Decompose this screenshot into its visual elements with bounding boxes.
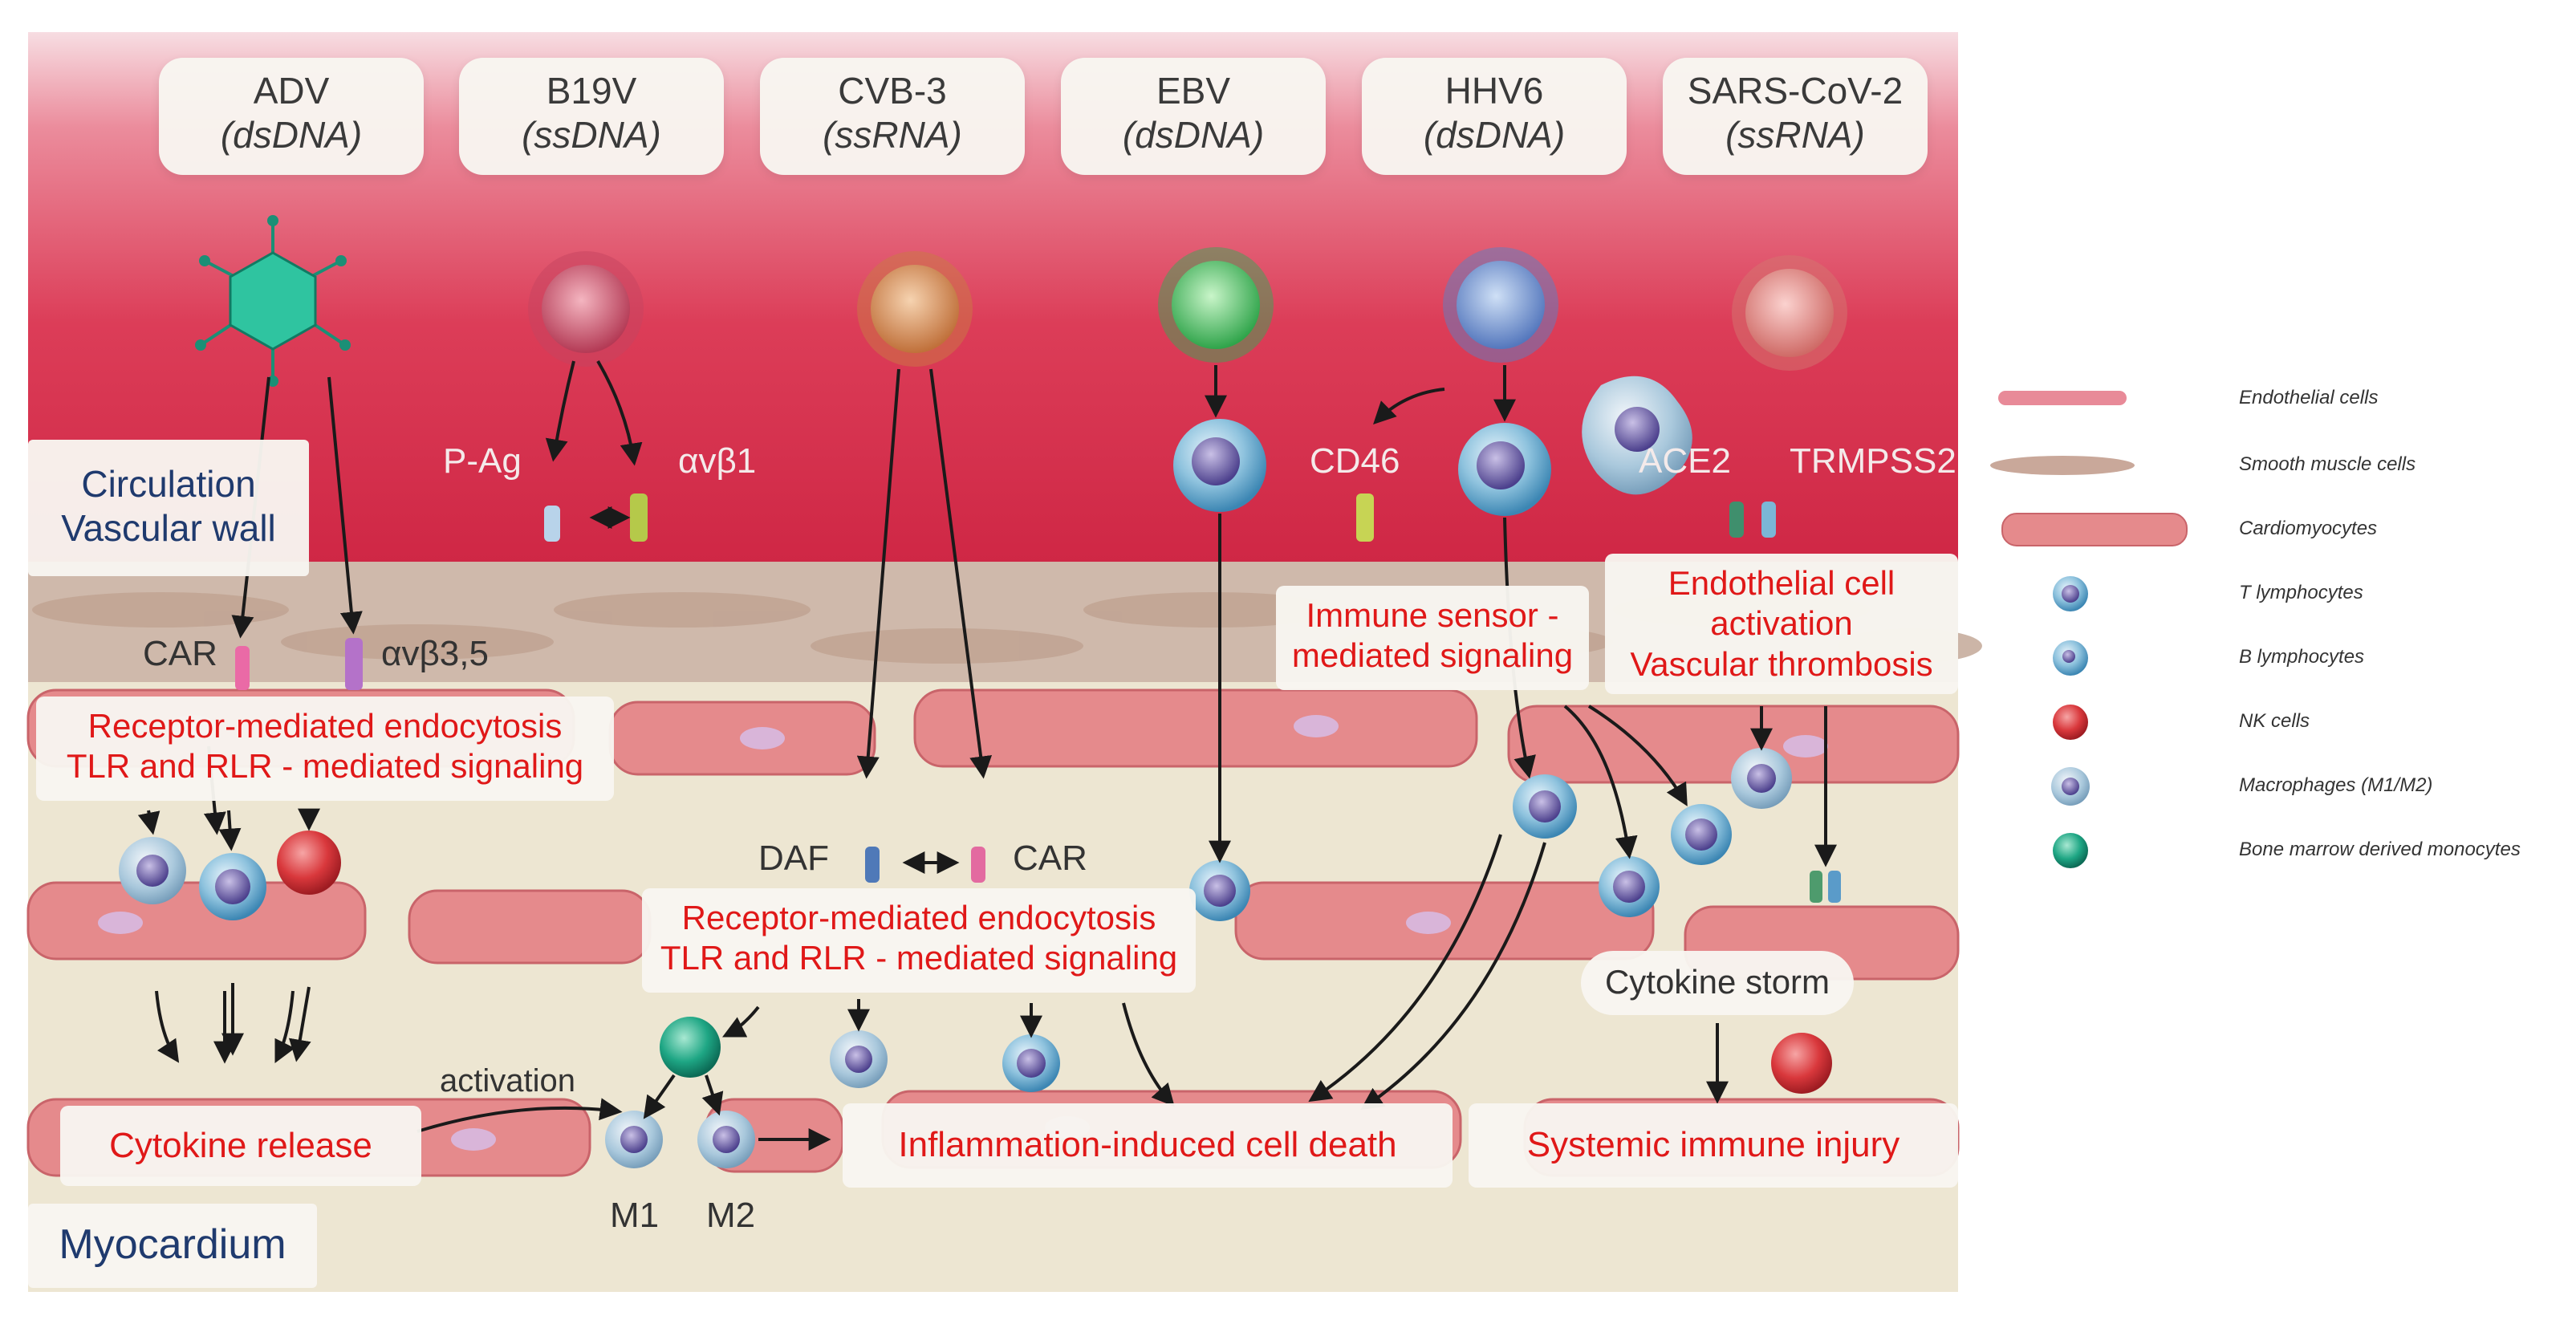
immune-line-2: mediated signaling bbox=[1291, 636, 1574, 675]
legend-label-smooth-muscle: Smooth muscle cells bbox=[2239, 453, 2416, 475]
cvb3-virus-icon bbox=[857, 251, 973, 367]
endo-line-2: activation bbox=[1710, 604, 1853, 643]
avb1-label: αvβ1 bbox=[678, 441, 757, 481]
receptor-icons bbox=[235, 493, 1841, 903]
cell-death-label: Inflammation-induced cell death bbox=[843, 1103, 1453, 1188]
legend-label-endothelial: Endothelial cells bbox=[2239, 387, 2379, 408]
virus-name: ADV bbox=[253, 70, 330, 112]
avb35-label: αvβ3,5 bbox=[381, 634, 489, 673]
b-lymphocyte-icon bbox=[2053, 640, 2088, 676]
trmpss2-label: TRMPSS2 bbox=[1790, 441, 1956, 481]
virus-name: B19V bbox=[546, 70, 637, 112]
systemic-injury-label: Systemic immune injury bbox=[1469, 1103, 1958, 1188]
virus-name: CVB-3 bbox=[838, 70, 947, 112]
myocardium-label: Myocardium bbox=[28, 1204, 317, 1288]
circulation-text: Circulation bbox=[81, 463, 256, 505]
virus-name: SARS-CoV-2 bbox=[1687, 70, 1904, 112]
receptor-endocytosis-label-2: Receptor-mediated endocytosis TLR and RL… bbox=[642, 888, 1196, 993]
virus-type: (dsDNA) bbox=[1423, 114, 1566, 156]
legend-label-cardiomyocytes: Cardiomyocytes bbox=[2239, 518, 2378, 539]
virus-label-adv: ADV (dsDNA) bbox=[159, 58, 424, 175]
daf-label: DAF bbox=[758, 839, 829, 878]
virus-type: (dsDNA) bbox=[220, 114, 363, 156]
legend bbox=[1990, 391, 2188, 868]
endothelial-cell-icon bbox=[1998, 391, 2127, 405]
hhv6-virus-icon bbox=[1443, 247, 1558, 363]
vascular-wall-text: Vascular wall bbox=[61, 507, 276, 550]
virus-label-hhv6: HHV6 (dsDNA) bbox=[1362, 58, 1627, 175]
virus-type: (ssRNA) bbox=[823, 114, 962, 156]
ebv-virus-icon bbox=[1158, 247, 1274, 363]
b19v-virus-icon bbox=[528, 251, 644, 367]
nk-cell-icon bbox=[2053, 705, 2088, 740]
circulation-vascular-wall-label: Circulation Vascular wall bbox=[28, 440, 309, 576]
virus-label-sars-cov-2: SARS-CoV-2 (ssRNA) bbox=[1663, 58, 1928, 175]
virus-label-b19v: B19V (ssDNA) bbox=[459, 58, 724, 175]
virus-name: HHV6 bbox=[1444, 70, 1544, 112]
legend-label-b-lymphocytes: B lymphocytes bbox=[2239, 646, 2365, 668]
virus-type: (dsDNA) bbox=[1122, 114, 1265, 156]
activation-label: activation bbox=[440, 1063, 575, 1099]
virus-label-ebv: EBV (dsDNA) bbox=[1061, 58, 1326, 175]
b-lymphocyte-hhv6 bbox=[1458, 423, 1551, 516]
car-top-label: CAR bbox=[143, 634, 217, 673]
virus-label-cvb3: CVB-3 (ssRNA) bbox=[760, 58, 1025, 175]
virus-type: (ssDNA) bbox=[522, 114, 661, 156]
adv-virus-icon bbox=[195, 215, 351, 387]
endo-line-3: Vascular thrombosis bbox=[1630, 644, 1933, 683]
endothelial-activation-label: Endothelial cell activation Vascular thr… bbox=[1605, 554, 1958, 694]
m2-label: M2 bbox=[706, 1196, 756, 1235]
cardiomyocyte-icon bbox=[2001, 513, 2188, 546]
rme-line-2: TLR and RLR - mediated signaling bbox=[660, 939, 1178, 977]
smooth-muscle-cell-icon bbox=[1990, 456, 2135, 475]
ace2-label: ACE2 bbox=[1639, 441, 1731, 481]
rme-line-1: Receptor-mediated endocytosis bbox=[87, 707, 563, 745]
immune-cells-myocardium bbox=[119, 748, 1832, 1168]
rme-line-1: Receptor-mediated endocytosis bbox=[681, 899, 1156, 936]
legend-label-macrophages: Macrophages (M1/M2) bbox=[2239, 774, 2433, 796]
p-ag-label: P-Ag bbox=[443, 441, 522, 481]
legend-label-nk-cells: NK cells bbox=[2239, 710, 2310, 732]
legend-label-monocytes: Bone marrow derived monocytes bbox=[2239, 839, 2521, 860]
cd46-label: CD46 bbox=[1310, 441, 1400, 481]
virus-type: (ssRNA) bbox=[1725, 114, 1865, 156]
car-mid-label: CAR bbox=[1013, 839, 1087, 878]
b-lymphocyte-ebv bbox=[1173, 419, 1266, 512]
rme-line-2: TLR and RLR - mediated signaling bbox=[66, 747, 584, 786]
macrophage-icon bbox=[2051, 767, 2090, 806]
m1-label: M1 bbox=[610, 1196, 660, 1235]
legend-label-t-lymphocytes: T lymphocytes bbox=[2239, 582, 2363, 603]
monocyte-icon bbox=[2053, 833, 2088, 868]
t-lymphocyte-icon bbox=[2053, 576, 2088, 611]
immune-sensor-label: Immune sensor - mediated signaling bbox=[1276, 586, 1589, 690]
endo-line-1: Endothelial cell bbox=[1668, 564, 1895, 602]
macrophage-sars bbox=[1582, 376, 1692, 495]
cytokine-release-label: Cytokine release bbox=[60, 1106, 421, 1186]
cytokine-storm-label: Cytokine storm bbox=[1581, 951, 1854, 1015]
sars-cov-2-virus-icon bbox=[1732, 255, 1847, 371]
virus-name: EBV bbox=[1156, 70, 1231, 112]
immune-line-1: Immune sensor - bbox=[1306, 596, 1559, 634]
receptor-endocytosis-label-1: Receptor-mediated endocytosis TLR and RL… bbox=[36, 697, 614, 801]
